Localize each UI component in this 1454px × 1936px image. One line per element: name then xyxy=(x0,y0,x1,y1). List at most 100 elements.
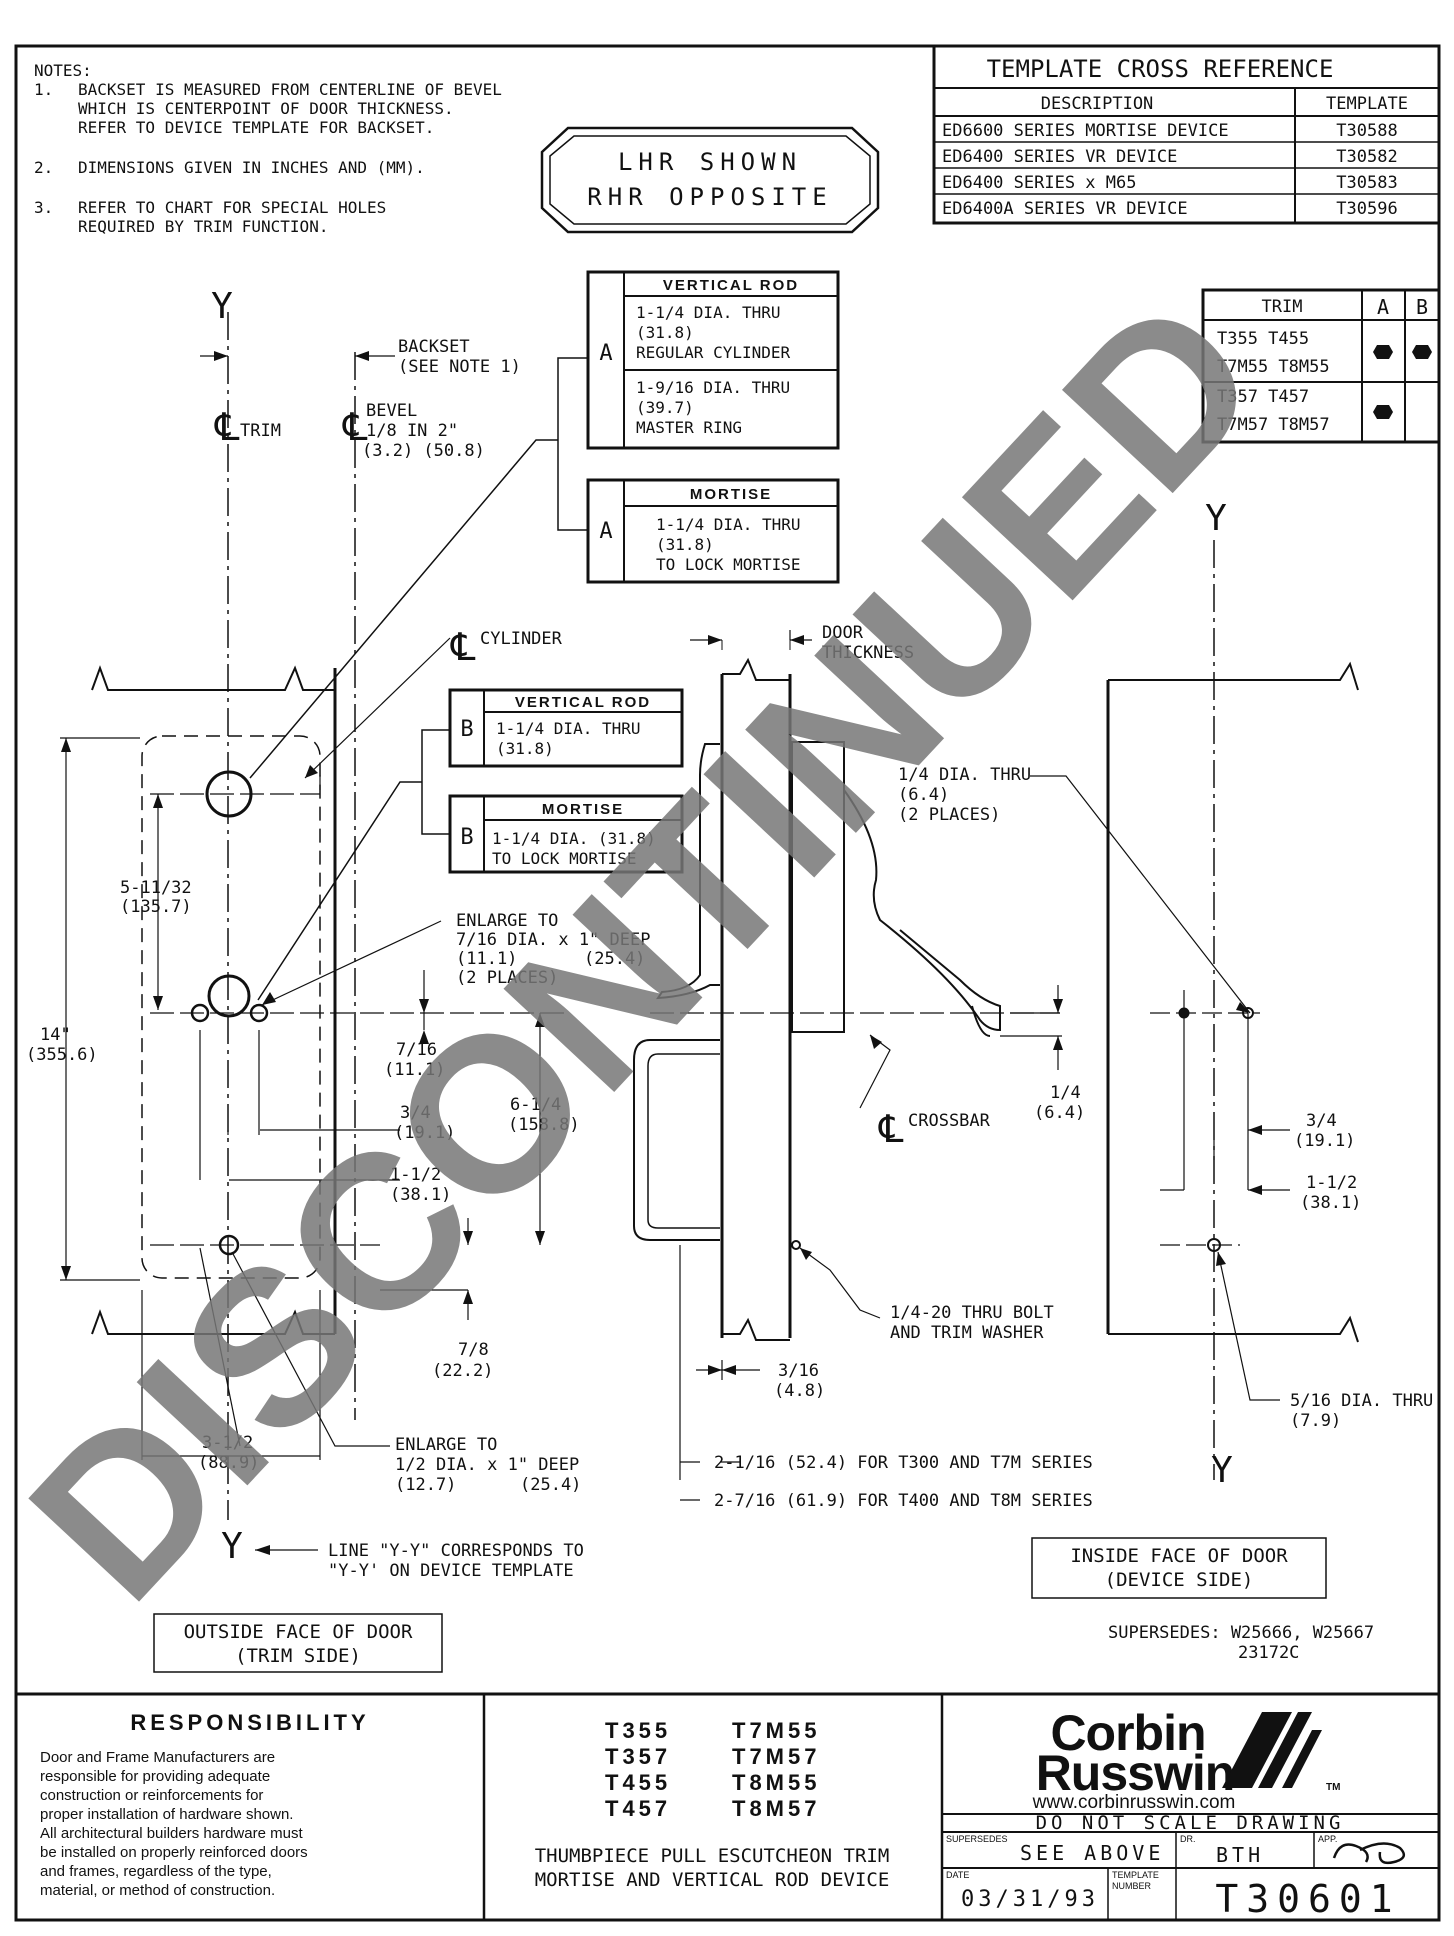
dim-7-8: 7/8 xyxy=(458,1340,489,1360)
date-label: DATE xyxy=(946,1870,969,1880)
hole-box-a-letter: A xyxy=(599,341,612,366)
hole-5-16-line-2: (7.9) xyxy=(1290,1411,1341,1431)
trim-chart-col-trim: TRIM xyxy=(1262,297,1303,317)
dim-38-1: (38.1) xyxy=(390,1185,451,1205)
responsibility-title: RESPONSIBILITY xyxy=(130,1710,369,1735)
responsibility-line-1: Door and Frame Manufacturers are xyxy=(40,1749,275,1766)
hole-box-b-mortise-letter: B xyxy=(460,825,473,850)
dim-135-7: (135.7) xyxy=(120,897,192,917)
outside-face-label-box: OUTSIDE FACE OF DOOR (TRIM SIDE) xyxy=(153,1613,443,1673)
inside-face-label-box: INSIDE FACE OF DOOR (DEVICE SIDE) xyxy=(1031,1537,1327,1599)
hole-1-4-line-1: 1/4 DIA. THRU xyxy=(898,765,1031,785)
dim-5-11-32: 5-11/32 xyxy=(120,878,192,898)
note-3-number: 3. xyxy=(34,198,53,217)
cross-reference-row-1-template: T30588 xyxy=(1336,121,1397,141)
cross-reference-row-3-description: ED6400 SERIES x M65 xyxy=(942,173,1136,193)
responsibility-line-5: All architectural builders hardware must xyxy=(40,1825,303,1842)
hole-box-a-vertical-rod: A VERTICAL ROD 1-1/4 DIA. THRU (31.8) RE… xyxy=(586,270,840,450)
inside-face-labels: Y Y 3/4 (19.1) 1-1/2 (38.1) 5/16 DIA. TH… xyxy=(1108,498,1433,1663)
cross-reference-row-1-description: ED6600 SERIES MORTISE DEVICE xyxy=(942,121,1229,141)
hole-box-a-vr1-line-3: REGULAR CYLINDER xyxy=(636,343,790,362)
centerline-cylinder-icon: ℄ xyxy=(446,627,480,669)
dim-4-8: (4.8) xyxy=(774,1381,825,1401)
hole-box-a-mortise-line-1: 1-1/4 DIA. THRU xyxy=(656,515,801,534)
hole-box-a-vr2-line-1: 1-9/16 DIA. THRU xyxy=(636,378,790,397)
description-line-2: MORTISE AND VERTICAL ROD DEVICE xyxy=(535,1869,890,1891)
centerline-trim-label: TRIM xyxy=(240,421,281,441)
note-2-number: 2. xyxy=(34,158,53,177)
title-block xyxy=(16,1692,1439,1920)
hole-5-16-line-1: 5/16 DIA. THRU xyxy=(1290,1391,1433,1411)
dim-88-9: (88.9) xyxy=(198,1453,259,1473)
description-line-1: THUMBPIECE PULL ESCUTCHEON TRIM xyxy=(535,1845,890,1867)
enlarge-2-line-1: ENLARGE TO xyxy=(395,1435,497,1455)
hole-1-4-line-2: (6.4) xyxy=(898,785,949,805)
hand-badge: LHR SHOWN RHR OPPOSITE xyxy=(540,126,880,234)
model-left-4: T457 xyxy=(605,1796,671,1821)
trim-chart-row-1-line-1: T355 T455 xyxy=(1217,329,1309,349)
dim-1-1-2: 1-1/2 xyxy=(390,1165,441,1185)
trim-chart-row-2-line-1: T357 T457 xyxy=(1217,387,1309,407)
model-left-1: T355 xyxy=(605,1718,671,1743)
hand-badge-line-1: LHR SHOWN xyxy=(618,148,802,176)
responsibility-line-3: construction or reinforcements for xyxy=(40,1787,263,1804)
hole-box-b-letter: B xyxy=(460,717,473,742)
bevel-ratio: 1/8 IN 2" xyxy=(366,421,458,441)
cross-reference-title: TEMPLATE CROSS REFERENCE xyxy=(987,55,1334,83)
y-label-top-right: Y xyxy=(1205,498,1227,539)
dim-355-6: (355.6) xyxy=(26,1045,98,1065)
enlarge-1-line-2: 7/16 DIA. x 1" DEEP xyxy=(456,930,650,950)
cross-reference-col-template: TEMPLATE xyxy=(1326,94,1408,114)
hole-box-a-vr1-line-2: (31.8) xyxy=(636,323,694,342)
drawn-by-value: BTH xyxy=(1216,1843,1264,1867)
brand-logo-line-2: Russwin xyxy=(1036,1745,1235,1801)
note-1-number: 1. xyxy=(34,80,53,99)
supersedes-line-1: SUPERSEDES: W25666, W25667 xyxy=(1108,1623,1374,1643)
supersedes-line-2: 23172C xyxy=(1238,1643,1299,1663)
dim-t300: 2-1/16 (52.4) FOR T300 AND T7M SERIES xyxy=(714,1453,1093,1473)
dim-11-1: (11.1) xyxy=(384,1060,445,1080)
responsibility-line-6: be installed on properly reinforced door… xyxy=(40,1844,308,1861)
model-list: T355 T357 T455 T457 T7M55 T7M57 T8M55 T8… xyxy=(535,1718,890,1891)
inside-face-line-1: INSIDE FACE OF DOOR xyxy=(1070,1545,1288,1567)
note-1-line-3: REFER TO DEVICE TEMPLATE FOR BACKSET. xyxy=(78,118,434,137)
dim-1-4: 1/4 xyxy=(1050,1083,1081,1103)
model-right-2: T7M57 xyxy=(732,1744,820,1769)
centerline-crossbar-icon: ℄ xyxy=(874,1109,908,1151)
do-not-scale-note: DO NOT SCALE DRAWING xyxy=(1036,1812,1345,1834)
note-3-line-1: REFER TO CHART FOR SPECIAL HOLES xyxy=(78,198,386,217)
approved-label: APP. xyxy=(1318,1834,1337,1844)
hole-1-4-line-3: (2 PLACES) xyxy=(898,805,1000,825)
note-3-line-2: REQUIRED BY TRIM FUNCTION. xyxy=(78,217,328,236)
cross-reference-row-2-description: ED6400 SERIES VR DEVICE xyxy=(942,147,1177,167)
arrowheads-middle xyxy=(708,635,1250,1375)
responsibility-block: RESPONSIBILITY Door and Frame Manufactur… xyxy=(40,1710,369,1899)
enlarge-2-line-2: 1/2 DIA. x 1" DEEP xyxy=(395,1455,579,1475)
drawing-border xyxy=(14,44,1441,1922)
hole-box-b-mortise-line-2: TO LOCK MORTISE xyxy=(492,849,637,868)
yy-note-line-2: "Y-Y' ON DEVICE TEMPLATE xyxy=(328,1561,574,1581)
hole-box-b-vertical-rod: B VERTICAL ROD 1-1/4 DIA. THRU (31.8) xyxy=(448,688,684,768)
arrowheads-left xyxy=(61,351,545,1555)
y-label-bottom-left: Y xyxy=(221,1526,243,1567)
cross-reference-row-2-template: T30582 xyxy=(1336,147,1397,167)
dim-6-1-4: 6-1/4 xyxy=(510,1095,561,1115)
dim-3-1-2: 3-1/2 xyxy=(202,1433,253,1453)
hole-box-a-vertical-rod-heading: VERTICAL ROD xyxy=(663,277,799,294)
dim-19-1: (19.1) xyxy=(394,1123,455,1143)
y-label-bottom-right: Y xyxy=(1211,1450,1233,1491)
trim-chart-row-2-a-marker-icon xyxy=(1373,405,1393,419)
responsibility-line-8: material, or method of construction. xyxy=(40,1882,275,1899)
model-left-2: T357 xyxy=(605,1744,671,1769)
dim-right-19-1: (19.1) xyxy=(1294,1131,1355,1151)
trim-chart-row-1-line-2: T7M55 T8M55 xyxy=(1217,357,1330,377)
responsibility-line-4: proper installation of hardware shown. xyxy=(40,1806,293,1823)
cross-reference-col-description: DESCRIPTION xyxy=(1041,94,1154,114)
drawn-by-label: DR. xyxy=(1180,1834,1196,1844)
hole-box-a-bracket xyxy=(249,357,588,779)
yy-note-line-1: LINE "Y-Y" CORRESPONDS TO xyxy=(328,1541,584,1561)
enlarge-1-line-1: ENLARGE TO xyxy=(456,911,558,931)
hole-box-a-mortise-heading: MORTISE xyxy=(690,486,772,503)
hole-box-b-mortise-line-1: 1-1/4 DIA. (31.8) xyxy=(492,829,656,848)
